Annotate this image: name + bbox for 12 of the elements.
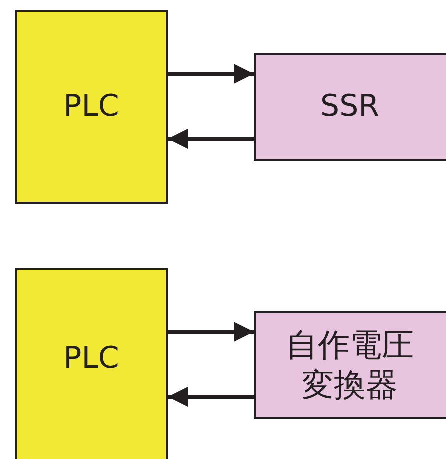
arrow (168, 64, 254, 84)
box-label: PLC (64, 88, 120, 126)
arrow (168, 387, 254, 407)
converter-box (254, 311, 446, 419)
box-label: 自作電圧変換器 (285, 325, 415, 405)
box-label: PLC (64, 340, 120, 378)
plc-box (15, 10, 168, 204)
box-label: SSR (320, 88, 380, 126)
arrow (168, 322, 254, 342)
arrow (168, 129, 254, 149)
plc-box (15, 268, 168, 459)
module-box (254, 53, 446, 161)
